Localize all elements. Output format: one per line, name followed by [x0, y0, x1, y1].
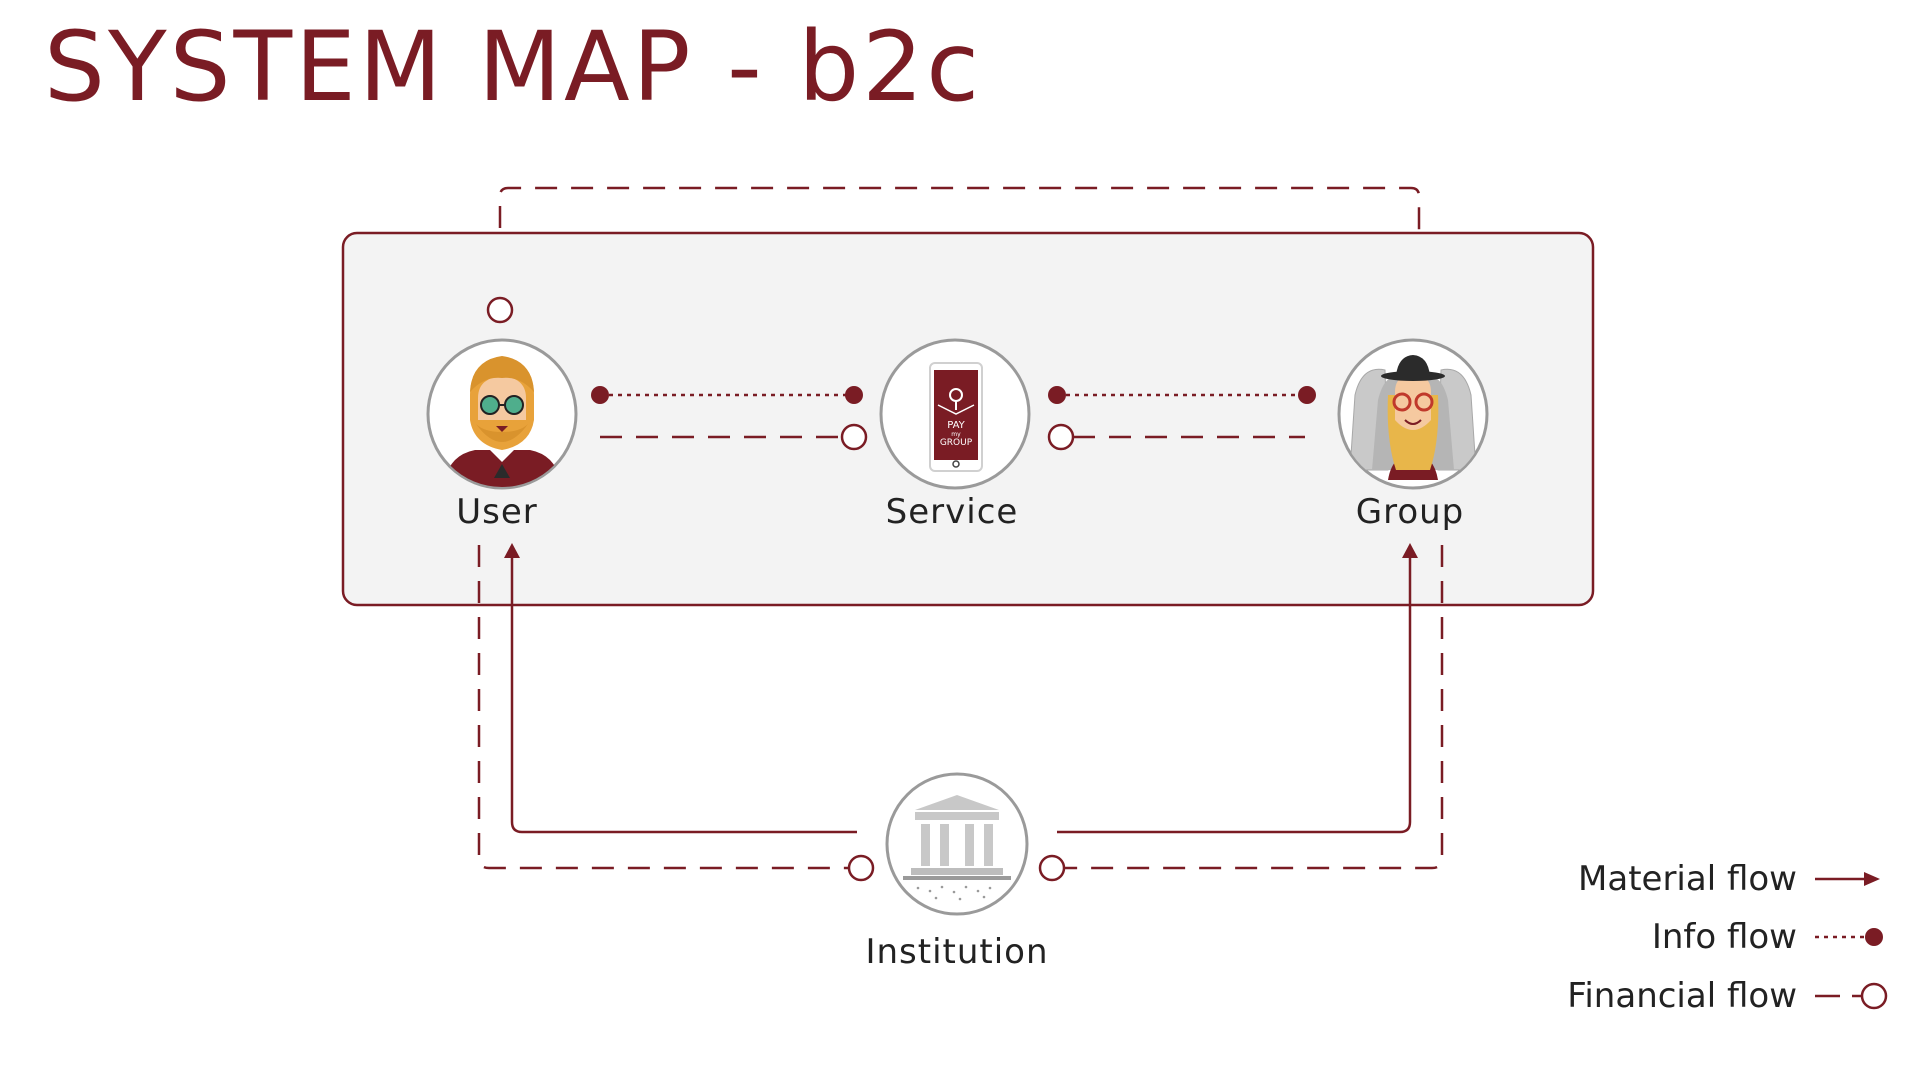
service-node: PAY my GROUP — [879, 338, 1031, 490]
legend: Material flow Info flow Financial flow — [1567, 859, 1888, 1016]
financial-flow-user-group-top — [498, 186, 1421, 340]
financial-flow-circle — [1038, 854, 1066, 882]
info-flow-dot — [591, 386, 609, 404]
financial-flow-circle — [847, 854, 875, 882]
info-flow-dot — [1048, 386, 1066, 404]
service-label: Service — [886, 492, 1019, 532]
financial-flow-user-institution — [477, 545, 848, 870]
institution-label: Institution — [865, 932, 1048, 972]
material-flow-arrowhead-user — [504, 543, 520, 558]
app-text-pay: PAY — [947, 420, 965, 431]
user-node — [426, 338, 578, 490]
group-label: Group — [1356, 492, 1465, 532]
legend-financial-label: Financial flow — [1567, 976, 1797, 1016]
financial-flow-circle — [840, 423, 868, 451]
pay-my-group-phone-icon: PAY my GROUP — [929, 362, 983, 472]
institution-node — [885, 772, 1029, 916]
financial-flow-group-institution — [1064, 545, 1444, 870]
financial-flow-circle — [1047, 423, 1075, 451]
material-flow-arrowhead-group — [1402, 543, 1418, 558]
info-flow-dot — [1298, 386, 1316, 404]
financial-flow-endpoint-top — [486, 296, 514, 324]
info-flow-dot — [845, 386, 863, 404]
app-text-my: my — [951, 431, 961, 438]
group-node — [1337, 338, 1489, 490]
material-flow-institution-group — [1057, 556, 1412, 834]
app-text-group: GROUP — [940, 438, 973, 448]
legend-info-label: Info flow — [1652, 917, 1797, 957]
bearded-man-avatar-icon — [445, 356, 560, 487]
dashed-line-circle-icon — [1815, 982, 1888, 1010]
group-people-avatar-icon — [1349, 355, 1477, 480]
legend-material-label: Material flow — [1578, 859, 1797, 899]
material-flow-institution-user — [510, 556, 857, 834]
bank-building-icon — [903, 795, 1011, 901]
user-label: User — [456, 492, 538, 532]
page-title: SYSTEM MAP - b2c — [44, 11, 982, 123]
solid-arrow-icon — [1815, 872, 1880, 886]
dotted-line-dot-icon — [1815, 928, 1883, 946]
